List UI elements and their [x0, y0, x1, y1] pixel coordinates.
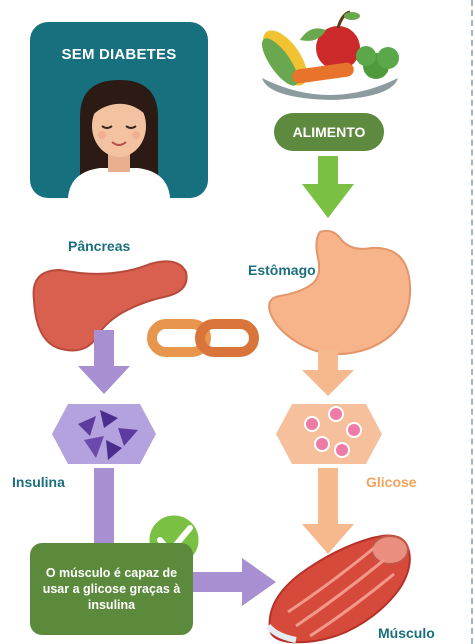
stomach-label: Estômago [248, 262, 316, 278]
stomach-icon [269, 231, 410, 354]
chain-link-icon [152, 324, 254, 352]
food-to-stomach-arrow [302, 156, 354, 218]
stomach-to-glucose-arrow [302, 350, 354, 396]
callout-text: O músculo é capaz de usar a glicose graç… [42, 565, 182, 613]
muscle-label: Músculo [378, 625, 435, 641]
insulin-hexagon [52, 404, 156, 464]
pancreas-label: Pâncreas [68, 238, 130, 254]
food-icon [254, 12, 399, 100]
glucose-to-muscle-arrow [302, 468, 354, 554]
glucose-hexagon [276, 404, 382, 464]
insulin-label: Insulina [12, 474, 65, 490]
callout-box: O músculo é capaz de usar a glicose graç… [30, 543, 193, 635]
food-label-pill: ALIMENTO [274, 113, 384, 151]
glucose-label: Glicose [366, 474, 417, 490]
